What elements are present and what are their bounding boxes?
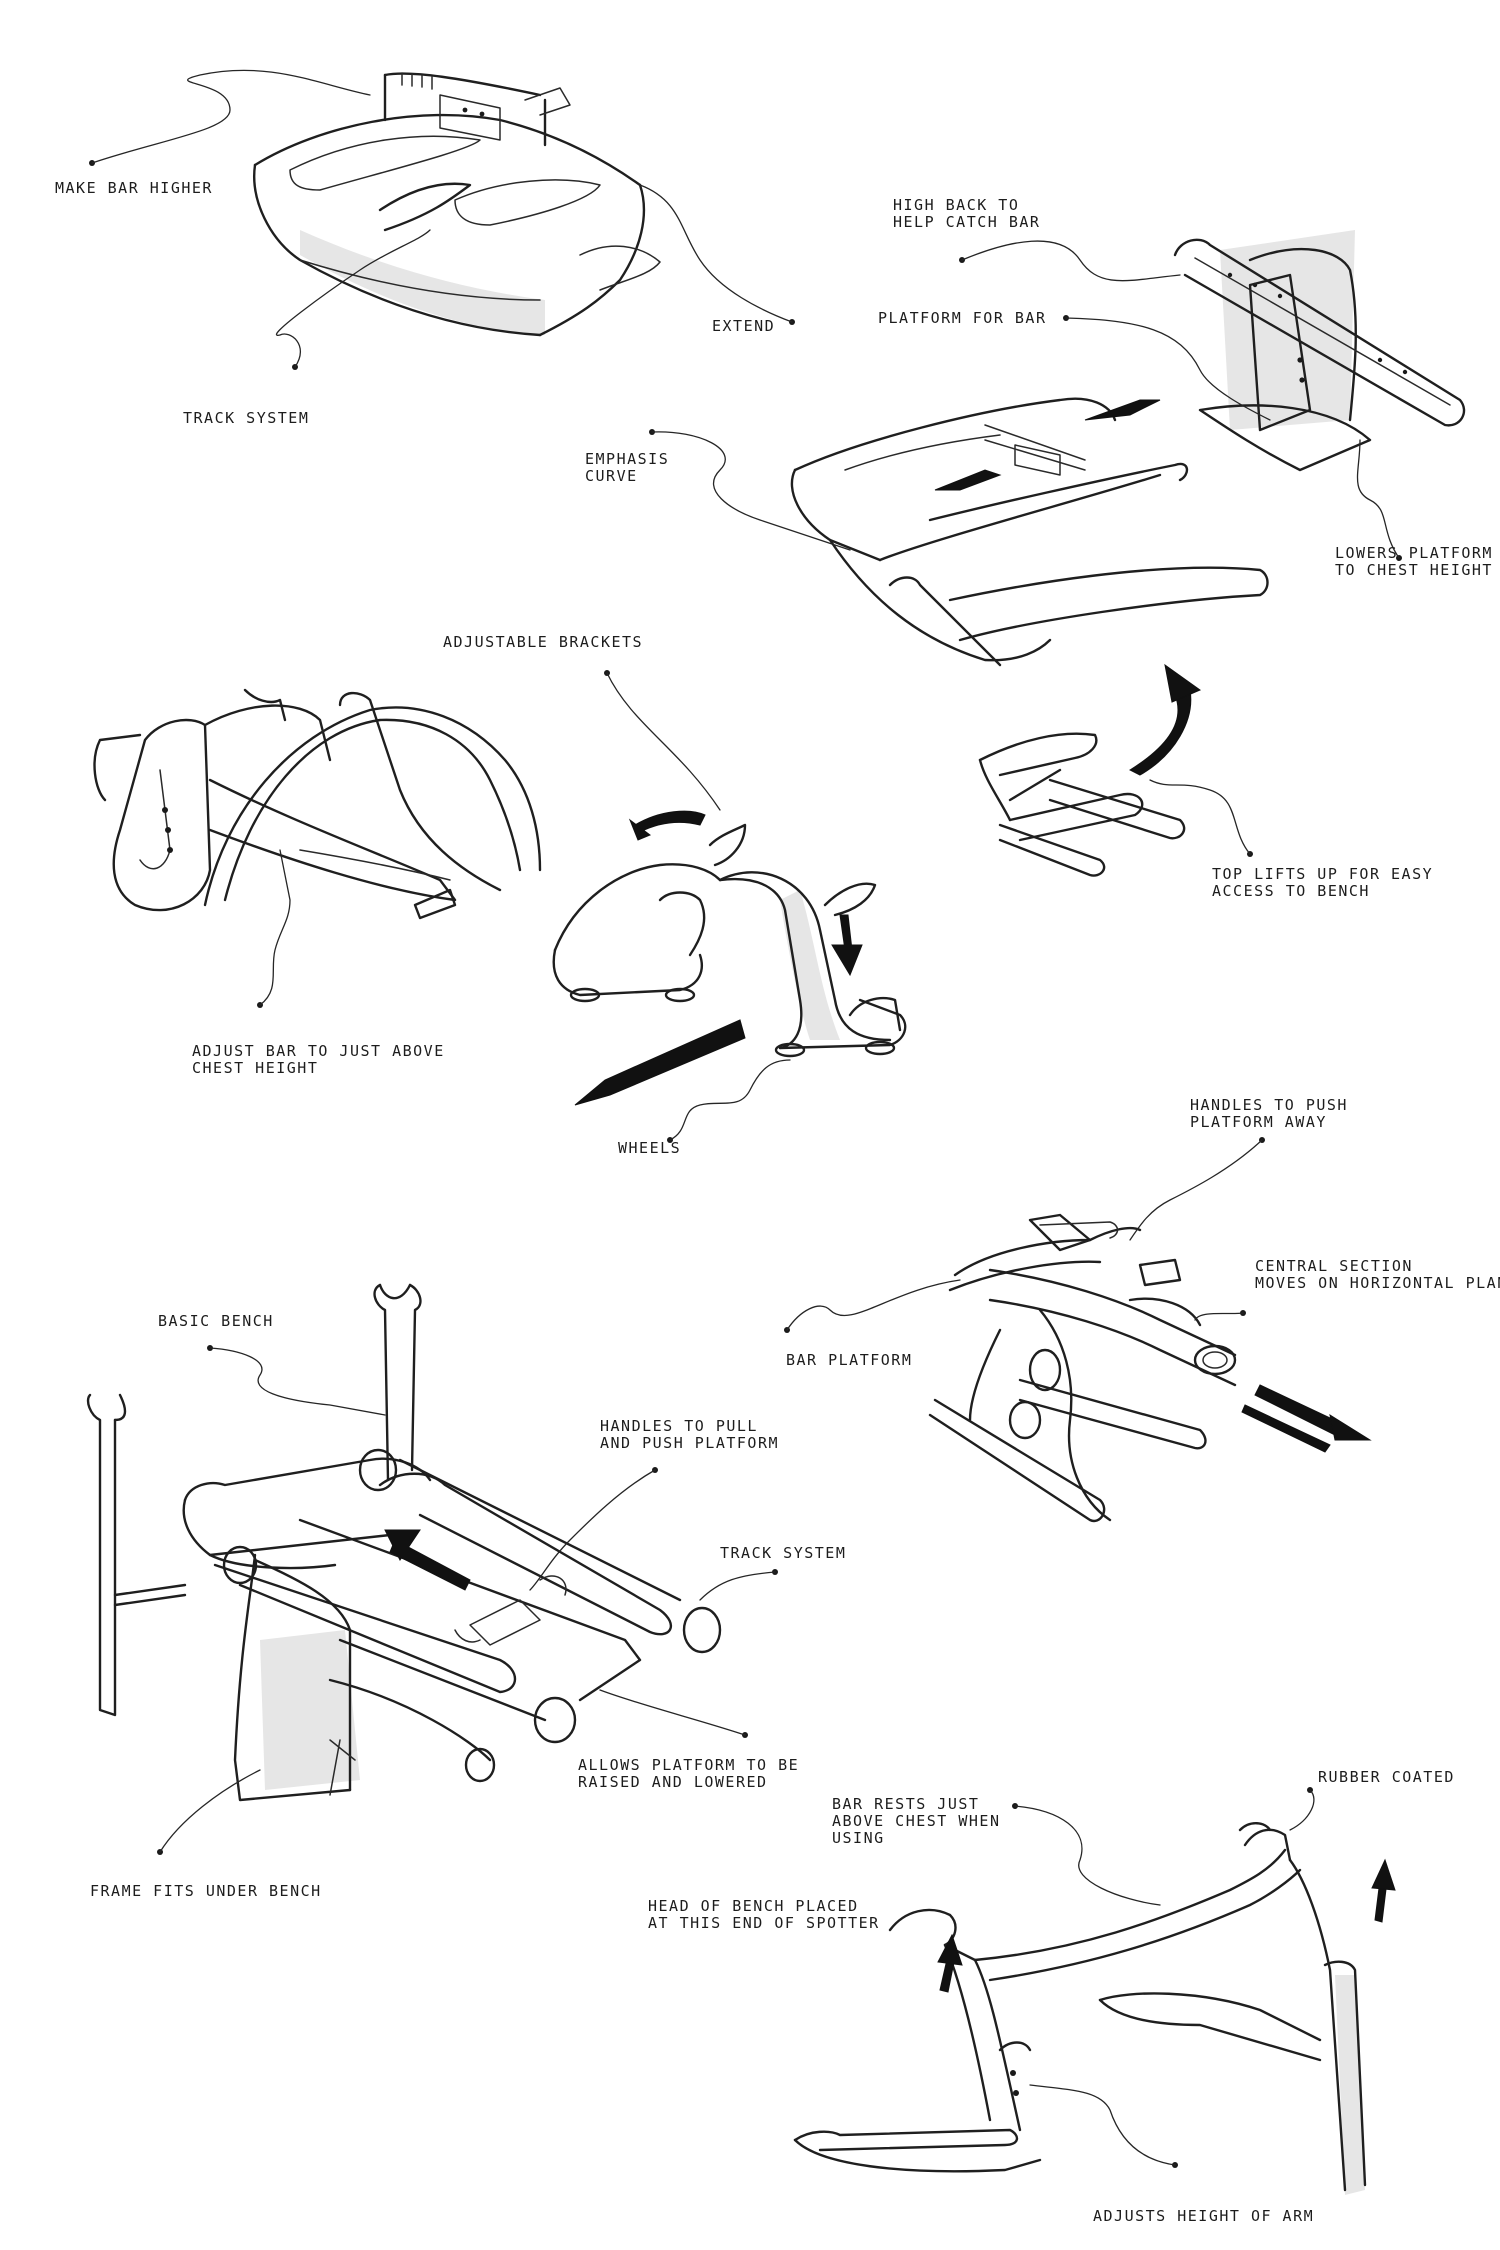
label-allows-platform: ALLOWS PLATFORM TO BE RAISED AND LOWERED xyxy=(578,1756,800,1791)
label-handles-push: HANDLES TO PUSH PLATFORM AWAY xyxy=(1190,1096,1348,1131)
label-handles-pull-push: HANDLES TO PULL AND PUSH PLATFORM xyxy=(600,1417,780,1452)
sketch-curved-bench-frame xyxy=(253,72,661,337)
label-bar-rests: BAR RESTS JUST ABOVE CHEST WHEN USING xyxy=(832,1795,1001,1847)
label-frame-fits: FRAME FITS UNDER BENCH xyxy=(90,1882,322,1900)
label-head-of-bench: HEAD OF BENCH PLACED AT THIS END OF SPOT… xyxy=(648,1897,880,1932)
label-adjusts-height: ADJUSTS HEIGHT OF ARM xyxy=(1093,2207,1315,2225)
label-adjustable-brackets: ADJUSTABLE BRACKETS xyxy=(443,633,644,651)
leader-lines xyxy=(89,69,1402,2168)
label-platform-for-bar: PLATFORM FOR BAR xyxy=(878,309,1047,327)
label-track-system-bottom: TRACK SYSTEM xyxy=(720,1544,847,1562)
label-adjust-bar: ADJUST BAR TO JUST ABOVE CHEST HEIGHT xyxy=(192,1042,445,1077)
label-lowers-platform: LOWERS PLATFORM TO CHEST HEIGHT xyxy=(1335,544,1493,579)
label-basic-bench: BASIC BENCH xyxy=(158,1312,274,1330)
sketch-arch-bench xyxy=(93,688,542,920)
label-wheels: WHEELS xyxy=(618,1139,682,1157)
label-rubber-coated: RUBBER COATED xyxy=(1318,1768,1455,1786)
sketch-high-back-platform xyxy=(1173,230,1466,472)
sketch-spotter-arms xyxy=(793,1822,1396,2195)
sketch-basic-bench-frame xyxy=(86,1283,722,1802)
sketch-tubular-sliding-frame xyxy=(790,397,1269,667)
label-top-lifts: TOP LIFTS UP FOR EASY ACCESS TO BENCH xyxy=(1212,865,1434,900)
label-make-bar-higher: MAKE BAR HIGHER xyxy=(55,179,213,197)
sketch-lifting-top-frame xyxy=(978,663,1202,877)
sketch-horizontal-bar-platform xyxy=(928,1213,1372,1523)
label-high-back: HIGH BACK TO HELP CATCH BAR xyxy=(893,196,1041,231)
sketch-wheeled-bracket xyxy=(552,810,907,1106)
label-track-system-top: TRACK SYSTEM xyxy=(183,409,310,427)
label-extend: EXTEND xyxy=(712,317,776,335)
label-emphasis-curve: EMPHASIS CURVE xyxy=(585,450,670,485)
label-bar-platform: BAR PLATFORM xyxy=(786,1351,913,1369)
label-central-section: CENTRAL SECTION MOVES ON HORIZONTAL PLAN… xyxy=(1255,1257,1500,1292)
